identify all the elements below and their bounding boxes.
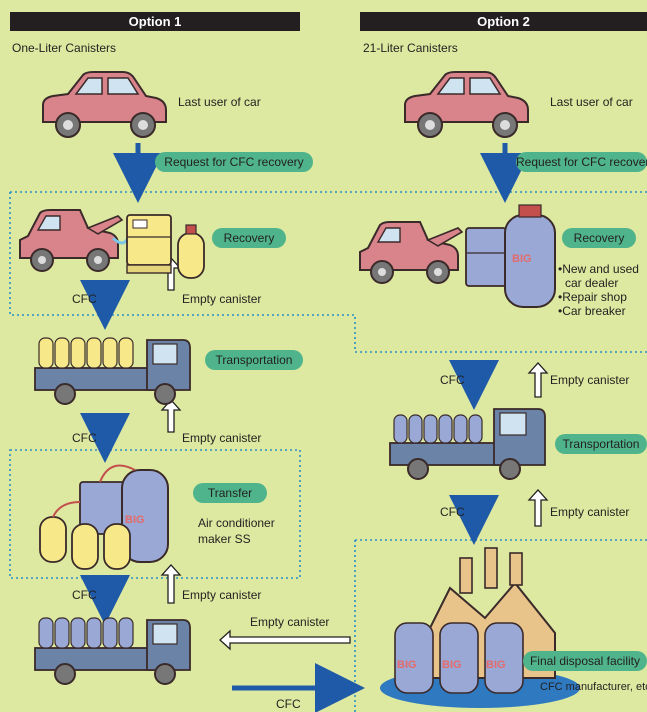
transfer-sub-label: maker SS: [198, 532, 251, 546]
transfer-pill: Transfer: [193, 483, 267, 503]
recovery-machine-option1: [126, 214, 172, 274]
option2-subtitle: 21-Liter Canisters: [363, 41, 458, 55]
cfc-to-final-label: CFC: [276, 697, 301, 711]
option2-header: Option 2: [360, 12, 647, 31]
svg-text:BIG: BIG: [512, 253, 532, 265]
recovery-item: •Repair shop: [558, 290, 627, 304]
car-icon-option1: [42, 71, 167, 138]
request-pill-option1: Request for CFC recovery: [155, 152, 313, 172]
option1-subtitle: One-Liter Canisters: [12, 41, 117, 55]
canister-icon-big-option2: [504, 204, 556, 308]
recovery-item: car dealer: [565, 276, 619, 290]
empty-canister-label: Empty canister: [182, 588, 262, 602]
final-disposal-sub-label: CFC manufacturer, etc: [540, 681, 647, 693]
recovery-item: •Car breaker: [558, 304, 626, 318]
svg-text:BIG: BIG: [442, 659, 462, 671]
transportation-pill-option1: Transportation: [205, 350, 303, 370]
cfc-label: CFC: [72, 431, 97, 445]
svg-text:BIG: BIG: [125, 514, 145, 526]
flow-arrows-blue: [80, 143, 530, 712]
request-pill-option2: Request for CFC recovery: [516, 152, 647, 172]
svg-text:BIG: BIG: [486, 659, 506, 671]
transfer-sub-label: Air conditioner: [198, 516, 275, 530]
cfc-label: CFC: [440, 505, 465, 519]
last-user-label-option2: Last user of car: [550, 95, 633, 109]
cfc-label: CFC: [72, 292, 97, 306]
empty-canister-return-label: Empty canister: [250, 615, 330, 629]
empty-canister-label: Empty canister: [182, 431, 262, 445]
big-labels: BIG BIG BIG BIG BIG: [125, 253, 532, 671]
car-icon-option2: [404, 71, 529, 138]
cfc-label: CFC: [440, 373, 465, 387]
canister-icon-small: [177, 224, 205, 279]
transfer-equipment: [39, 464, 169, 570]
cfc-label: CFC: [72, 588, 97, 602]
recovery-machine-option2: [465, 227, 507, 287]
recovery-car-option2: [359, 221, 464, 284]
empty-canister-label: Empty canister: [550, 373, 630, 387]
recovery-pill-option2: Recovery: [562, 228, 636, 248]
truck-icon-option2: [389, 408, 546, 480]
truck-icon-option1: [34, 337, 191, 405]
empty-canister-label: Empty canister: [550, 505, 630, 519]
empty-canister-label: Empty canister: [182, 292, 262, 306]
final-disposal-pill: Final disposal facility: [523, 651, 647, 671]
recovery-item: •New and used: [558, 262, 639, 276]
truck-icon-option1-bottom: [34, 617, 191, 685]
last-user-label-option1: Last user of car: [178, 95, 261, 109]
transportation-pill-option2: Transportation: [555, 434, 647, 454]
recovery-pill-option1: Recovery: [212, 228, 286, 248]
svg-text:BIG: BIG: [397, 659, 417, 671]
recovery-car-option1: [19, 209, 130, 272]
factory-icon: [380, 547, 580, 708]
option1-header: Option 1: [10, 12, 300, 31]
